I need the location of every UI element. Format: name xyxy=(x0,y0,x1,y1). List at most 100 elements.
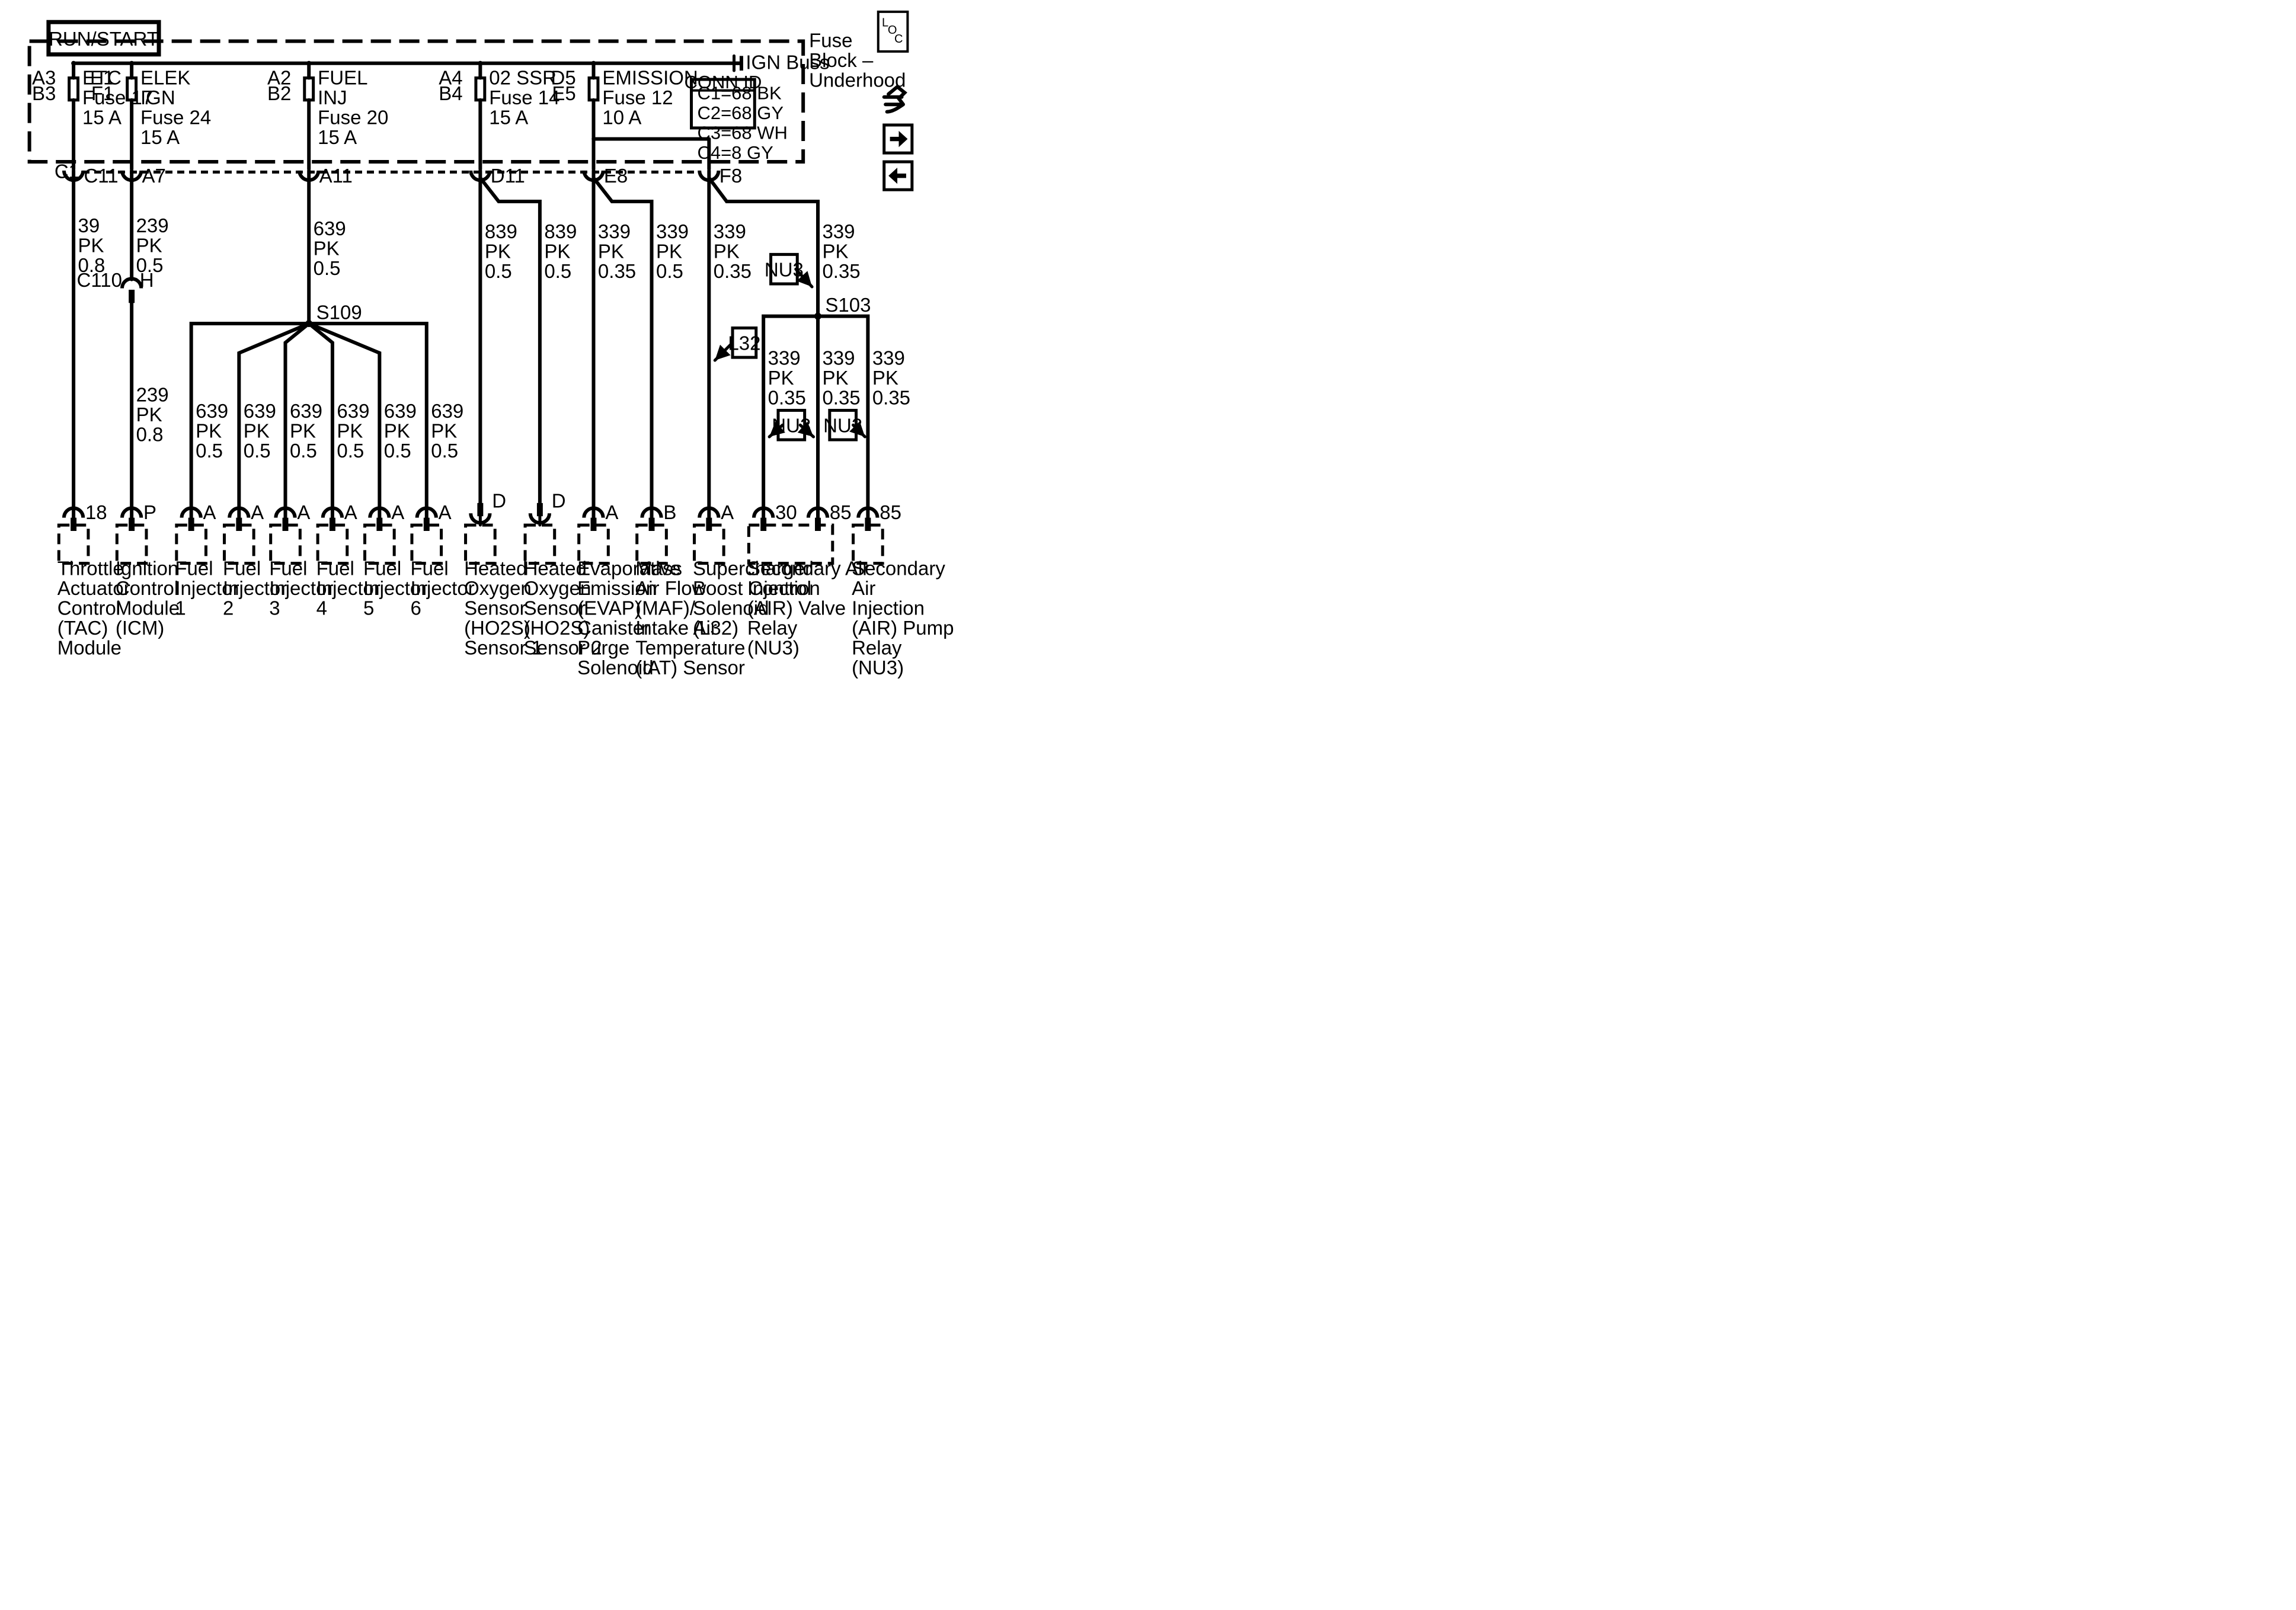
fuse-4 xyxy=(587,76,600,102)
fuse-pin-top-1: E1 xyxy=(90,67,114,89)
comp-plug-13 xyxy=(760,517,767,532)
comp-plug-12 xyxy=(706,517,712,532)
c110-label: C110 xyxy=(77,269,122,291)
comp-plug-8 xyxy=(477,502,484,517)
wire-air-pump-85 xyxy=(817,314,870,520)
injector-wire-5 xyxy=(308,322,382,520)
component-box-10 xyxy=(577,523,610,565)
comp-pin-11: B xyxy=(663,501,676,523)
fuse-pin-top-0: A3 xyxy=(32,67,56,89)
comp-pin-1: P xyxy=(143,501,156,523)
comp-cup-0 xyxy=(62,506,85,518)
arrow-left-icon xyxy=(882,160,914,191)
fuse-pin-top-4: D5 xyxy=(551,67,576,89)
component-box-2 xyxy=(175,523,207,565)
l32-arrow-head xyxy=(715,344,731,361)
fuse-pin-bottom-2: B2 xyxy=(267,82,291,104)
comp-plug-1 xyxy=(129,517,135,532)
c110-cup xyxy=(120,277,143,289)
comp-pin-12: A xyxy=(721,501,734,523)
c1-pin-3: D11 xyxy=(491,165,525,187)
comp-plug-11 xyxy=(648,517,655,532)
comp-cup-7 xyxy=(415,506,438,518)
component-box-5 xyxy=(316,523,349,565)
comp-pin-7: A xyxy=(439,501,452,523)
s109-label: S109 xyxy=(316,302,362,324)
arrow-left-glyph xyxy=(888,167,906,184)
loc-icon-l: L xyxy=(882,17,888,30)
comp-plug-6 xyxy=(376,517,383,532)
fuse-0 xyxy=(68,76,80,102)
conn-id-title: CONN ID xyxy=(684,72,762,92)
comp-pin2-13: 85 xyxy=(830,501,852,523)
comp-plug-9 xyxy=(536,502,543,517)
comp-plug-7 xyxy=(423,517,430,532)
comp-cup-10 xyxy=(582,506,605,518)
c110-pin: H xyxy=(140,269,154,291)
wire-air-trunk xyxy=(707,177,820,520)
comp-plug-0 xyxy=(71,517,77,532)
comp-cup-13b xyxy=(806,506,830,518)
loc-icon-o: O xyxy=(888,24,897,37)
comp-cup-12 xyxy=(698,506,721,518)
comp-pin-6: A xyxy=(391,501,404,523)
comp-pin-2: A xyxy=(203,501,216,523)
comp-cup-5 xyxy=(321,506,344,518)
component-box-13 xyxy=(747,523,834,565)
comp-pin-4: A xyxy=(297,501,310,523)
component-box-0 xyxy=(57,523,90,565)
wire-maf xyxy=(592,177,654,520)
c1-pin-0: C11 xyxy=(84,165,118,187)
fuse-pin-top-3: A4 xyxy=(439,67,462,89)
wire-ho2s2 xyxy=(479,177,542,503)
comp-cup-14 xyxy=(856,506,880,518)
comp-pin-5: A xyxy=(344,501,357,523)
power-source-box xyxy=(46,20,161,57)
component-box-9 xyxy=(523,523,557,565)
comp-pin-14: 85 xyxy=(880,501,901,523)
comp-cup-13 xyxy=(752,506,775,518)
comp-plug-14 xyxy=(865,517,871,532)
comp-cup-11 xyxy=(640,506,663,518)
fuse-pin-bottom-0: B3 xyxy=(32,82,56,104)
component-box-1 xyxy=(115,523,148,565)
c1-pin-1: A7 xyxy=(142,165,166,187)
comp-plug-10 xyxy=(590,517,597,532)
comp-pin-8: D xyxy=(492,489,506,511)
comp-pin-3: A xyxy=(251,501,264,523)
component-box-3 xyxy=(223,523,255,565)
diagnostic-tool-icon xyxy=(882,84,907,114)
comp-plug-5 xyxy=(329,517,335,532)
